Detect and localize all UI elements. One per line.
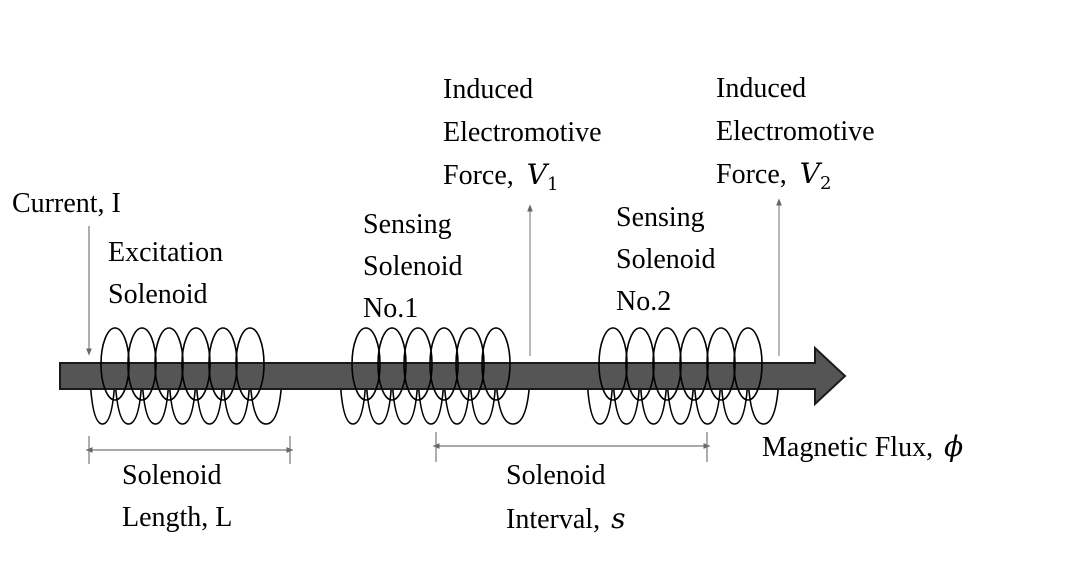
- coil-loop: [181, 327, 211, 401]
- interval-label-line1: Solenoid: [506, 460, 606, 491]
- sensing-solenoid-2: [598, 327, 763, 401]
- coil-loop: [706, 327, 736, 401]
- sensing2-label-line2: Solenoid: [616, 244, 716, 275]
- excitation-label-line2: Solenoid: [108, 279, 208, 310]
- coil-loop: [235, 327, 265, 401]
- excitation-label-line1: Excitation: [108, 237, 223, 268]
- coil-loop: [652, 327, 682, 401]
- solenoid-interval-dimension: [432, 432, 711, 462]
- induced2-label-line3: Force, V2: [716, 157, 831, 194]
- coil-loop: [100, 327, 130, 401]
- induced1-label-line3: Force, V1: [443, 158, 558, 195]
- coil-loop: [481, 327, 511, 401]
- coil-loop: [598, 327, 628, 401]
- coil-loop: [377, 327, 407, 401]
- coil-loop: [154, 327, 184, 401]
- induced2-label-line1: Induced: [716, 73, 806, 104]
- flux-text: Magnetic Flux,: [762, 432, 940, 463]
- excitation-solenoid: [100, 327, 265, 401]
- induced2-force-text: Force,: [716, 159, 794, 190]
- induced2-subscript: 2: [820, 173, 831, 194]
- induced2-label-line2: Electromotive: [716, 116, 875, 147]
- induced1-subscript: 1: [547, 174, 558, 195]
- coil-loop: [127, 327, 157, 401]
- coil-loop: [625, 327, 655, 401]
- interval-symbol: s: [611, 502, 625, 535]
- flux-symbol: ϕ: [944, 430, 963, 463]
- induced1-symbol: V: [527, 158, 550, 191]
- coil-loop: [679, 327, 709, 401]
- coil-loop: [455, 327, 485, 401]
- coil-front-loops: [100, 327, 763, 401]
- sensing2-label-line1: Sensing: [616, 202, 705, 233]
- interval-text: Interval,: [506, 504, 607, 535]
- sensing-solenoid-1: [351, 327, 511, 401]
- induced1-label-line1: Induced: [443, 74, 533, 105]
- solenoid-length-dimension: [85, 436, 294, 464]
- coil-loop: [733, 327, 763, 401]
- coil-loop: [351, 327, 381, 401]
- length-label-line1: Solenoid: [122, 460, 222, 491]
- sensing1-label-line3: No.1: [363, 293, 418, 324]
- sensing1-label-line2: Solenoid: [363, 251, 463, 282]
- induced1-label-line2: Electromotive: [443, 117, 602, 148]
- current-label: Current, I: [12, 188, 121, 219]
- induced1-force-text: Force,: [443, 160, 521, 191]
- sensing1-label-line1: Sensing: [363, 209, 452, 240]
- coil-loop: [208, 327, 238, 401]
- length-label-line2: Length, L: [122, 502, 232, 533]
- interval-label-line2: Interval, s: [506, 502, 625, 535]
- sensing2-label-line3: No.2: [616, 286, 671, 317]
- induced2-symbol: V: [800, 157, 823, 190]
- flux-label: Magnetic Flux, ϕ: [762, 430, 963, 463]
- coil-loop: [429, 327, 459, 401]
- coil-loop: [403, 327, 433, 401]
